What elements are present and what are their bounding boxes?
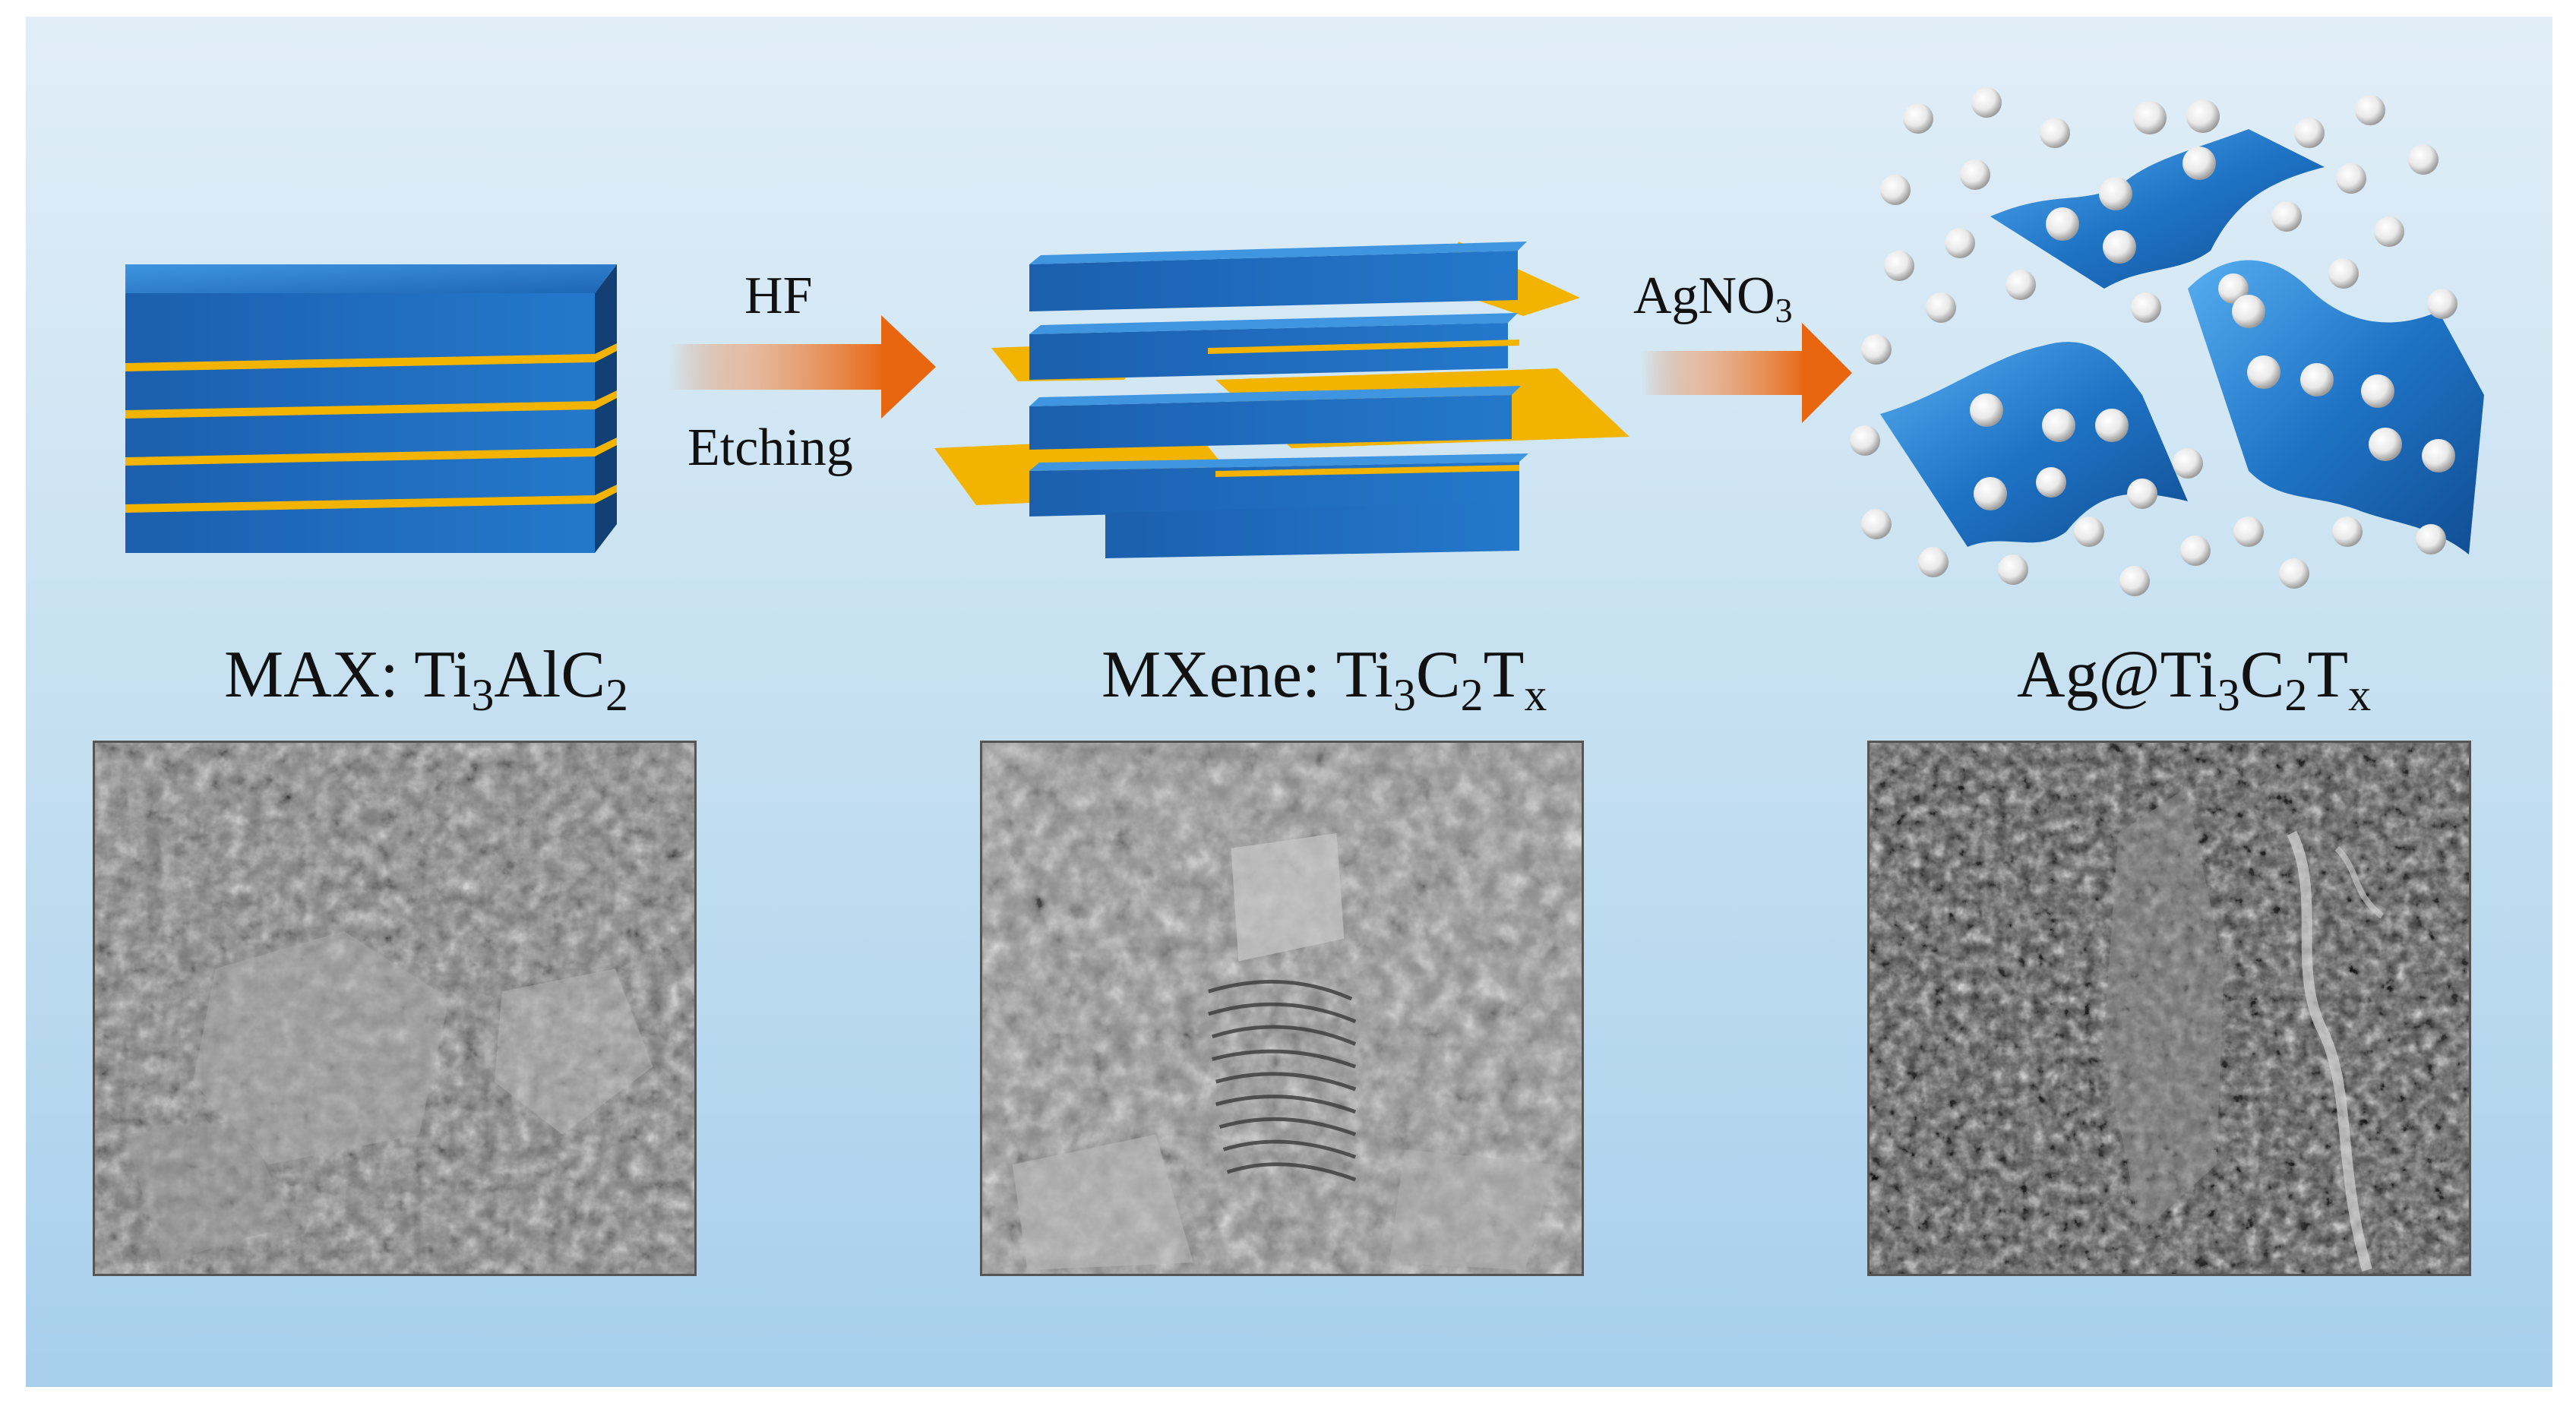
hf-label: HF (744, 267, 813, 325)
max-phase-label: MAX: Ti3AlC2 (224, 638, 629, 720)
ag-decorated-sheets (1880, 129, 2484, 554)
agno3-label: AgNO3 (1633, 267, 1793, 330)
mxene-sem-image (980, 741, 1584, 1276)
mxene-label: MXene: Ti3C2Tx (1102, 638, 1547, 720)
max-sem-image (93, 741, 697, 1276)
ag-composite-sem-image (1867, 741, 2471, 1276)
etching-label: Etching (687, 419, 853, 477)
hf-etching-arrow (668, 315, 936, 419)
silver-nanoparticles (1850, 87, 2457, 596)
max-layered-block (125, 264, 617, 553)
ag-composite-label: Ag@Ti3C2Tx (2017, 638, 2372, 720)
mxene-exfoliated-layers (934, 242, 1629, 558)
agno3-arrow (1641, 323, 1852, 423)
